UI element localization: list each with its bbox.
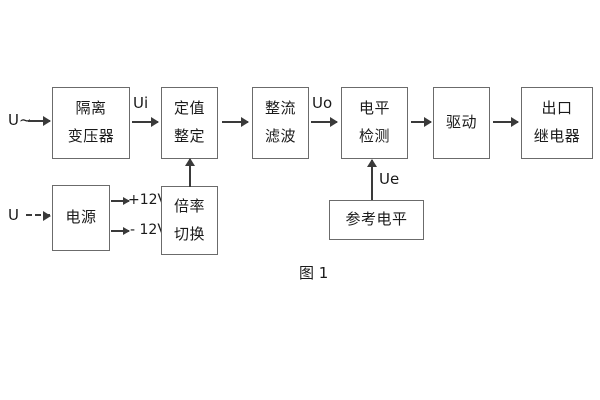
block-output-relay-line1: 出口 [541,99,573,118]
arrow-rectify-filter-to-level-detection [311,121,337,123]
rail-negative-label: - 12V [130,222,167,238]
rail-positive-label: +12V [128,192,168,208]
block-power-supply-line1: 电源 [65,208,97,227]
block-drive: 驱动 [433,87,490,159]
input-ac-label: U~ [8,111,32,129]
block-reference-level: 参考电平 [329,200,424,240]
arrow-level-detection-to-drive [411,121,431,123]
arrow-multiplier-switch-to-setpoint-setting [189,159,191,187]
block-rectify-filter-line2: 滤波 [264,127,296,145]
signal-ui-label: Ui [133,94,149,112]
arrow-reference-level-to-level-detection [371,160,373,200]
block-rectify-filter-line1: 整流 [264,99,296,118]
block-output-relay-line2: 继电器 [533,127,581,145]
block-isolation-transformer-line2: 变压器 [67,127,115,145]
block-output-relay: 出口 继电器 [521,87,593,159]
arrow-drive-to-output-relay [493,121,518,123]
block-level-detection-line2: 检测 [358,127,390,145]
block-rectify-filter: 整流 滤波 [252,87,309,159]
arrow-power-supply-negative-rail [111,230,129,232]
block-isolation-transformer-line1: 隔离 [75,99,107,118]
arrow-input-ac-to-isolation-transformer [28,120,50,122]
block-reference-level-line1: 参考电平 [345,210,408,229]
block-setpoint-setting-line2: 整定 [173,127,205,145]
block-isolation-transformer: 隔离 变压器 [52,87,130,159]
block-power-supply: 电源 [52,185,110,251]
block-drive-line1: 驱动 [445,113,477,132]
block-level-detection-line1: 电平 [358,99,390,118]
input-dc-label: U [8,206,19,224]
block-multiplier-switch: 倍率 切换 [161,186,218,255]
block-level-detection: 电平 检测 [341,87,408,159]
arrow-power-supply-positive-rail [111,200,129,202]
arrow-isolation-transformer-to-setpoint-setting [132,121,158,123]
block-multiplier-switch-line1: 倍率 [173,196,205,215]
arrow-input-dc-to-power-supply [26,214,50,216]
figure-caption: 图 1 [299,264,329,282]
block-setpoint-setting-line1: 定值 [173,99,205,118]
arrow-setpoint-setting-to-rectify-filter [222,121,248,123]
block-multiplier-switch-line2: 切换 [173,224,205,243]
block-setpoint-setting: 定值 整定 [161,87,218,159]
signal-ue-label: Ue [379,170,400,188]
signal-uo-label: Uo [312,94,333,112]
